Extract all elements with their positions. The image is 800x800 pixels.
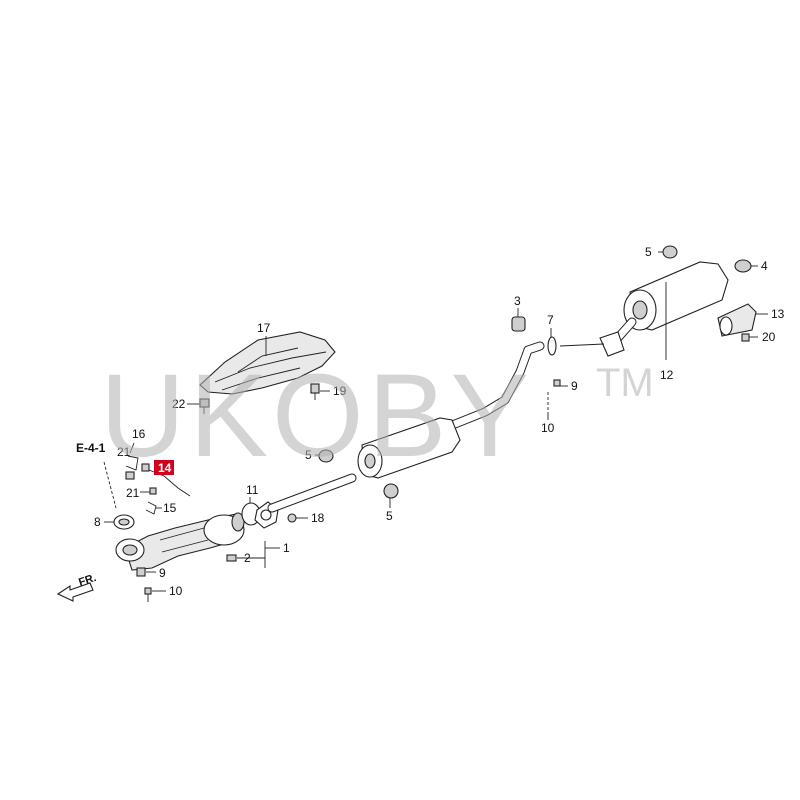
callout-1: 1 <box>283 541 290 555</box>
watermark-tm: TM <box>596 361 654 405</box>
bolt-9-10-rear <box>547 379 561 410</box>
callout-17: 17 <box>257 321 271 335</box>
nut-9-front <box>136 567 146 577</box>
callout-4: 4 <box>761 259 768 273</box>
callout-19: 19 <box>333 384 347 398</box>
exhaust-finisher-13 <box>717 303 757 337</box>
watermark-text: UKOBY <box>100 350 533 482</box>
callout-21a: 21 <box>117 445 131 459</box>
callout-15: 15 <box>163 501 177 515</box>
callout-16: 16 <box>132 427 146 441</box>
callout-11: 11 <box>246 483 259 497</box>
callout-9a: 9 <box>159 566 166 580</box>
bolt-21b <box>149 487 157 495</box>
bolt-2 <box>226 554 237 562</box>
callout-14: 14 <box>158 461 172 475</box>
callout-5a: 5 <box>305 448 312 462</box>
reference-leader <box>103 461 117 509</box>
center-pipe <box>267 341 545 513</box>
callout-7: 7 <box>547 313 554 327</box>
callout-14-highlight: 14 <box>154 460 174 475</box>
oxygen-sensor-16 <box>125 455 139 480</box>
middle-muffler <box>357 417 461 479</box>
reference-code: E-4-1 <box>76 441 106 455</box>
bolt-15 <box>145 501 157 515</box>
bolt-20 <box>741 333 750 342</box>
callouts: 17 22 19 16 21 21 15 8 9 10 11 2 1 18 5 … <box>94 245 785 598</box>
bolt-22 <box>199 398 210 414</box>
gasket-7 <box>547 336 557 356</box>
callout-9b: 9 <box>571 379 578 393</box>
hanger-rubber-4 <box>734 259 752 273</box>
bolt-19 <box>310 383 320 400</box>
front-pipe-catalytic-converter <box>115 512 245 571</box>
callout-22: 22 <box>172 397 186 411</box>
leader-lines <box>104 251 768 592</box>
hanger-rubber-3 <box>511 316 526 332</box>
callout-3: 3 <box>514 294 521 308</box>
hanger-rubber-5-rear <box>662 245 678 259</box>
callout-2: 2 <box>244 551 251 565</box>
front-direction-arrow <box>56 582 94 602</box>
front-direction-label: FR. <box>77 572 98 589</box>
callout-20: 20 <box>762 330 776 344</box>
gasket-8 <box>113 514 135 530</box>
bolt-18 <box>287 513 297 523</box>
callout-12: 12 <box>660 368 674 382</box>
callout-10b: 10 <box>541 421 555 435</box>
watermark: UKOBY TM <box>100 350 654 482</box>
hanger-rubber-5-center <box>318 449 334 463</box>
bolt-10-front <box>144 587 152 602</box>
callout-13: 13 <box>771 307 785 321</box>
callout-5b: 5 <box>386 509 393 523</box>
callout-8: 8 <box>94 515 101 529</box>
callout-21b: 21 <box>126 486 140 500</box>
heat-shield <box>199 331 336 395</box>
callout-18: 18 <box>311 511 325 525</box>
rear-muffler <box>559 261 729 357</box>
hanger-rubber-5-lower <box>383 483 399 499</box>
callout-10a: 10 <box>169 584 183 598</box>
callout-5c: 5 <box>645 245 652 259</box>
callout-14-badge <box>154 460 174 475</box>
